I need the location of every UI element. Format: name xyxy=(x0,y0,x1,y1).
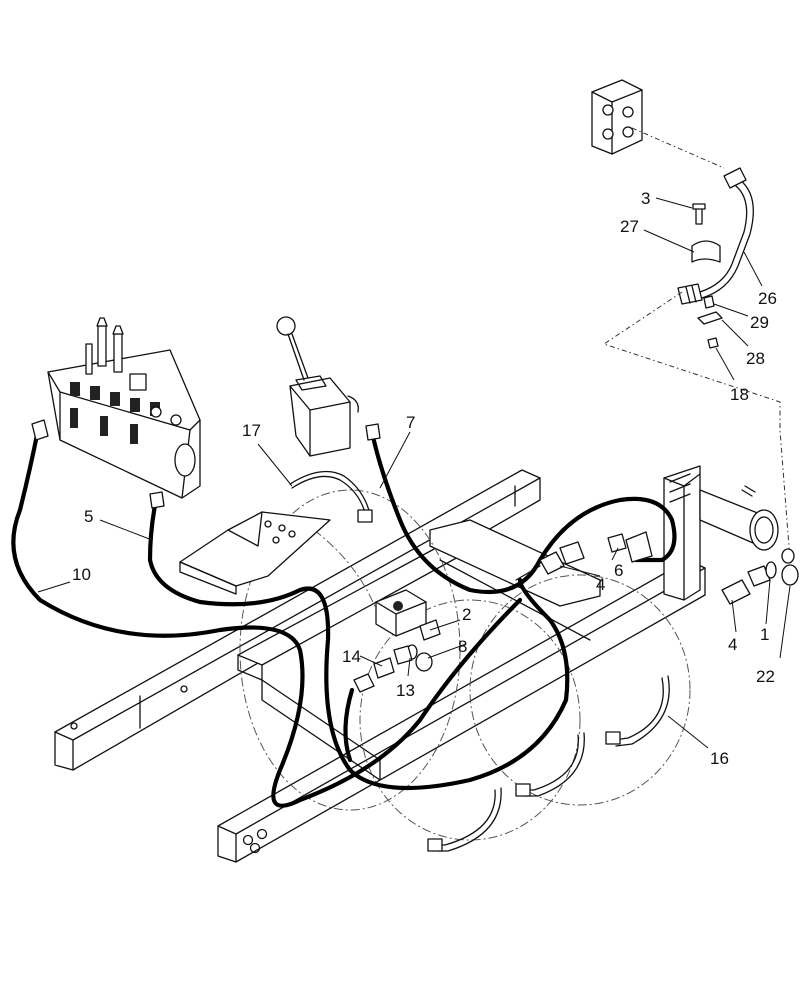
callout-10: 10 xyxy=(72,565,91,584)
callout-18: 18 xyxy=(730,385,749,404)
callout-26: 26 xyxy=(758,289,777,308)
lower-frame xyxy=(217,519,706,863)
hose-short xyxy=(343,687,355,763)
leader-lines xyxy=(37,197,791,749)
pressure-block xyxy=(591,79,643,155)
nut-part-29 xyxy=(703,295,715,309)
callout-22: 22 xyxy=(756,667,775,686)
callout-14: 14 xyxy=(342,647,361,666)
callout-4-lower: 4 xyxy=(728,635,737,654)
mounting-bracket xyxy=(663,465,779,601)
callout-8: 8 xyxy=(458,637,467,656)
callout-2: 2 xyxy=(462,605,471,624)
cap-part-8 xyxy=(415,652,433,672)
control-valve-block xyxy=(47,317,201,499)
joystick-control xyxy=(276,316,359,457)
callout-labels: 3 27 26 29 28 18 17 7 5 10 6 4 2 14 8 13… xyxy=(72,189,777,768)
callout-29: 29 xyxy=(750,313,769,332)
hose-part-10 xyxy=(11,427,523,808)
steel-tube-part-26 xyxy=(677,167,754,305)
callout-28: 28 xyxy=(746,349,765,368)
main-frame-rail xyxy=(54,469,541,771)
callout-13: 13 xyxy=(396,681,415,700)
reference-line xyxy=(602,127,791,561)
clamp-part-27 xyxy=(691,240,721,263)
nut-part-18 xyxy=(707,337,719,349)
clamp-bolt-part-3 xyxy=(692,203,706,225)
adapter-part-4-lower xyxy=(721,565,771,605)
phantom-outline xyxy=(239,489,691,841)
callout-6: 6 xyxy=(614,561,623,580)
adapter-part-6 xyxy=(607,531,653,563)
callout-16: 16 xyxy=(710,749,729,768)
callout-1: 1 xyxy=(760,625,769,644)
adapter-part-4-upper xyxy=(515,541,585,581)
tine-part-16 xyxy=(289,470,670,852)
callout-5: 5 xyxy=(84,507,93,526)
adapter-part-14 xyxy=(373,645,413,679)
callout-3: 3 xyxy=(641,189,650,208)
hose-fitting xyxy=(31,419,381,693)
cap-part-22 xyxy=(781,548,799,586)
plate-part-28 xyxy=(697,311,723,325)
fitting-part-1 xyxy=(765,561,777,579)
plate-part-17 xyxy=(179,511,331,595)
callout-17: 17 xyxy=(242,421,261,440)
callout-27: 27 xyxy=(620,217,639,236)
hose-part-5 xyxy=(147,497,570,791)
callout-7: 7 xyxy=(406,413,415,432)
callout-4-upper: 4 xyxy=(596,575,605,594)
